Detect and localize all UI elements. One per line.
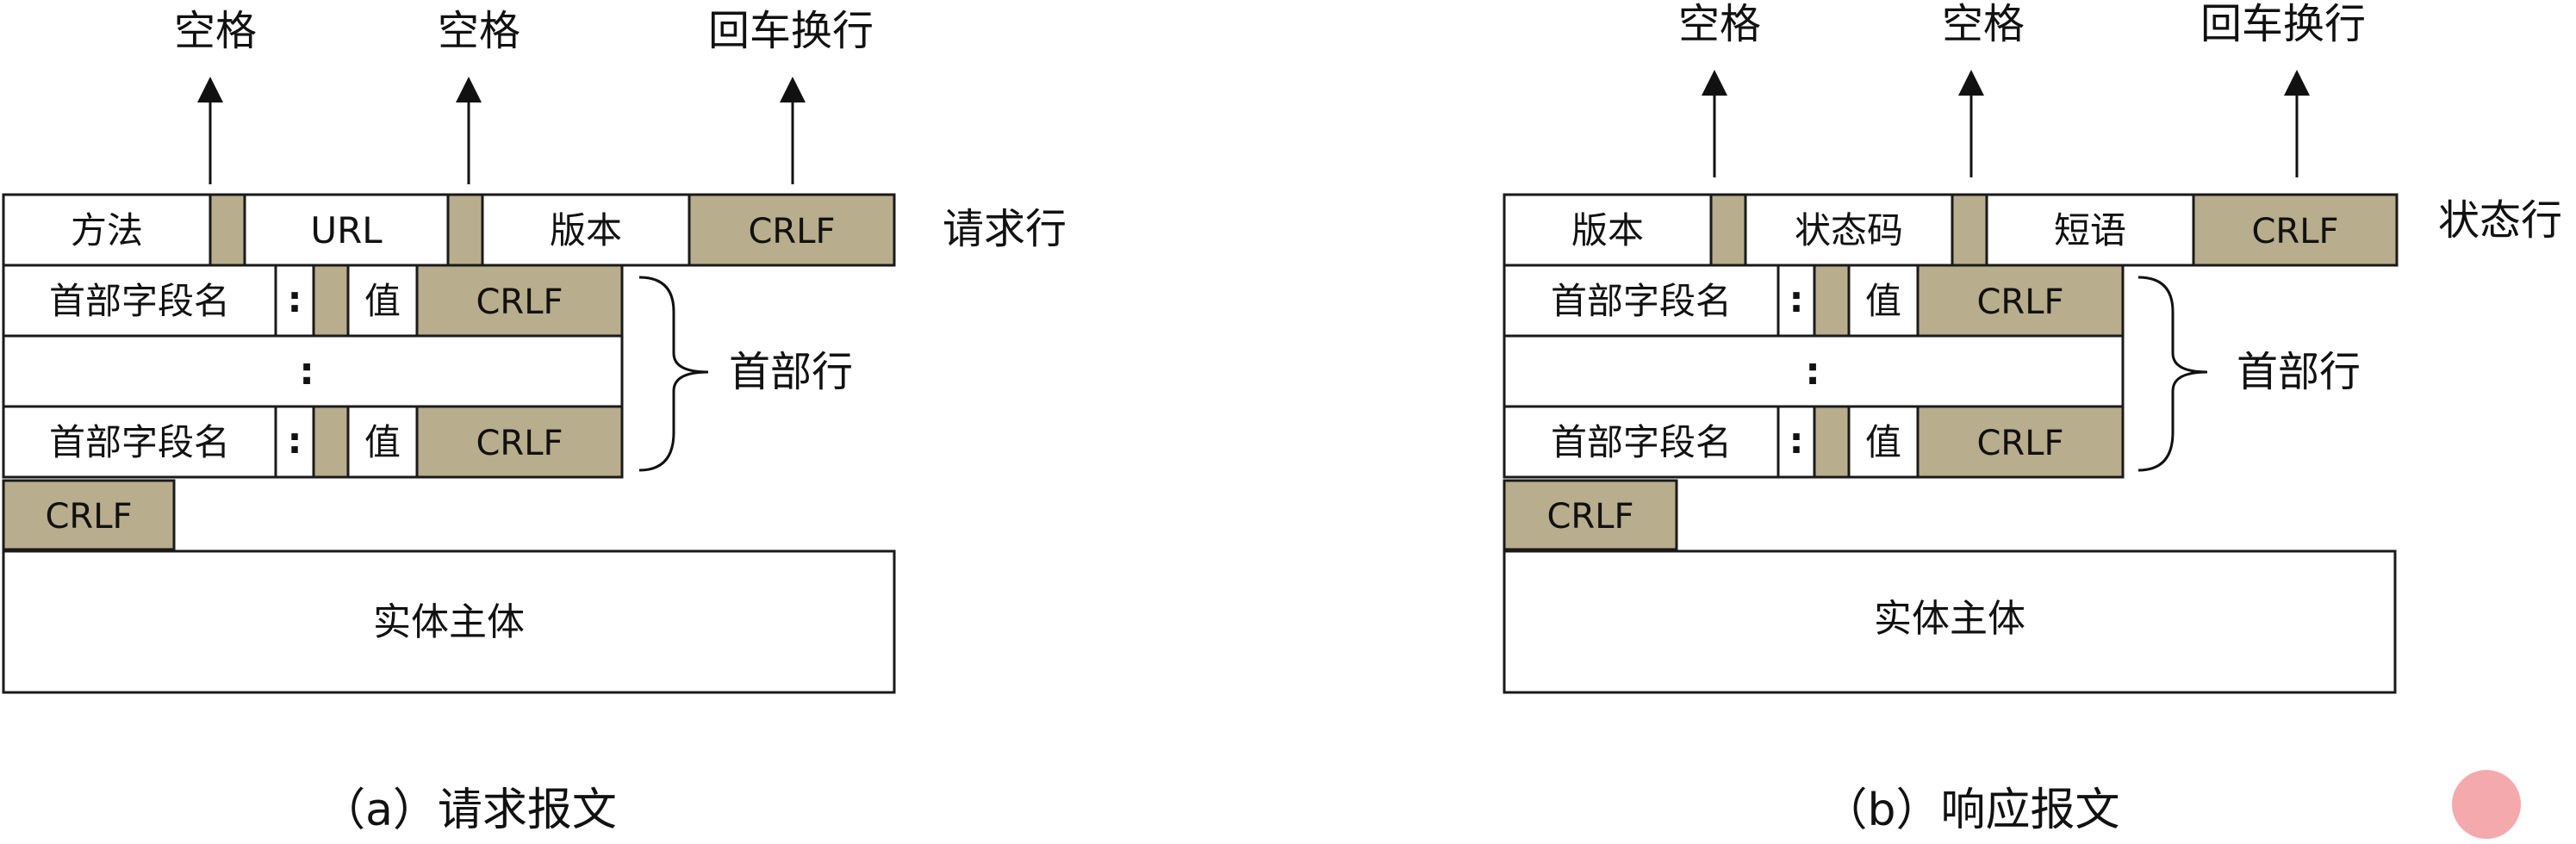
response-message: 空格 空格 回车换行 版本 状态码 短语 CRLF 状态行 首部字段名 : <box>1503 0 2562 836</box>
header-value: 值 <box>1865 280 1901 322</box>
response-header-ellipsis-row: : <box>1503 334 2125 408</box>
request-url-cell: URL <box>310 209 383 251</box>
response-header-label: 首部行 <box>2237 348 2361 396</box>
header-field-name: 首部字段名 <box>49 280 230 322</box>
request-header-row-2: 首部字段名 : 值 CRLF <box>2 405 624 479</box>
request-space-label-1: 空格 <box>174 7 257 55</box>
blank-line-crlf: CRLF <box>1546 497 1633 537</box>
response-entity-body: 实体主体 <box>1503 549 2397 694</box>
blank-line-crlf: CRLF <box>45 497 132 537</box>
header-ellipsis: : <box>299 350 314 394</box>
request-header-row-1: 首部字段名 : 值 CRLF <box>2 264 624 338</box>
response-version-cell: 版本 <box>1571 209 1644 251</box>
header-colon: : <box>1789 419 1804 462</box>
header-field-name: 首部字段名 <box>1551 421 1732 463</box>
response-status-code-cell: 状态码 <box>1795 209 1903 251</box>
header-crlf: CRLF <box>1976 424 2063 463</box>
request-entity-body: 实体主体 <box>2 549 896 694</box>
status-line: 版本 状态码 短语 CRLF <box>1503 193 2399 267</box>
request-space-label-2: 空格 <box>438 7 520 55</box>
request-blank-line: CRLF <box>2 479 176 551</box>
request-line: 方法 URL 版本 CRLF <box>2 193 896 267</box>
response-crlf-label: 回车换行 <box>2200 0 2366 48</box>
request-header-brace <box>638 276 709 472</box>
header-value: 值 <box>364 280 401 322</box>
response-space-label-2: 空格 <box>1942 0 2025 48</box>
header-crlf: CRLF <box>476 424 563 463</box>
header-colon: : <box>288 278 302 320</box>
entity-body-label: 实体主体 <box>1874 597 2025 641</box>
response-phrase-cell: 短语 <box>2054 209 2126 251</box>
header-field-name: 首部字段名 <box>49 421 230 463</box>
response-caption: （b）响应报文 <box>1822 785 2119 836</box>
request-message: 空格 空格 回车换行 方法 URL 版本 CRLF 请求行 首部字段名 <box>2 7 1067 836</box>
request-header-label: 首部行 <box>729 348 853 396</box>
request-header-ellipsis-row: : <box>2 334 624 408</box>
response-line-crlf-cell: CRLF <box>2251 212 2338 251</box>
status-line-label: 状态行 <box>2438 196 2562 245</box>
header-crlf: CRLF <box>1976 282 2063 322</box>
request-line-label: 请求行 <box>943 205 1067 253</box>
header-colon: : <box>288 419 302 462</box>
entity-body-label: 实体主体 <box>373 600 525 644</box>
header-crlf: CRLF <box>476 282 563 322</box>
response-header-brace <box>2137 276 2208 472</box>
response-space-label-1: 空格 <box>1678 0 1761 48</box>
header-value: 值 <box>1865 421 1901 463</box>
header-field-name: 首部字段名 <box>1551 280 1732 322</box>
header-value: 值 <box>364 421 401 463</box>
pink-circle-icon <box>2452 770 2521 839</box>
request-version-cell: 版本 <box>550 209 622 251</box>
response-header-row-1: 首部字段名 : 值 CRLF <box>1503 264 2125 338</box>
response-blank-line: CRLF <box>1503 479 1678 551</box>
request-crlf-label: 回车换行 <box>708 7 874 55</box>
request-method-cell: 方法 <box>71 209 143 251</box>
header-colon: : <box>1789 278 1804 320</box>
header-ellipsis: : <box>1805 350 1820 394</box>
request-caption: （a）请求报文 <box>320 785 617 836</box>
request-line-crlf-cell: CRLF <box>748 212 835 251</box>
response-header-row-2: 首部字段名 : 值 CRLF <box>1503 405 2125 479</box>
